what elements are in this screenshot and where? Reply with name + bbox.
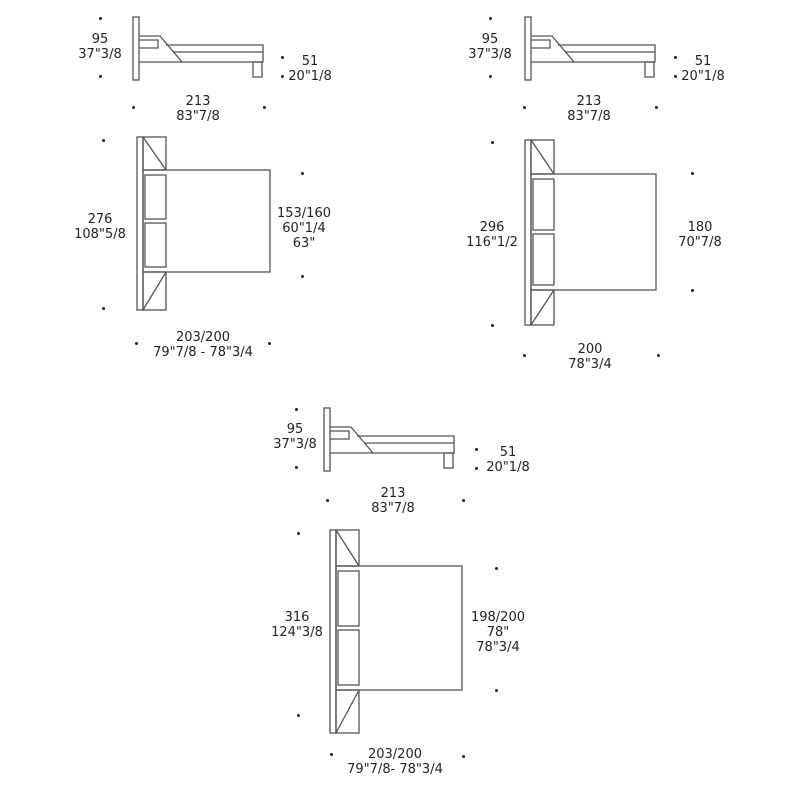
- dimension-marker-dot: [99, 17, 102, 20]
- dimension-marker-dot: [462, 755, 465, 758]
- headboard-panel-plan: [524, 139, 532, 326]
- nightstand-diagonal: [335, 689, 360, 734]
- dimension-marker-dot: [489, 75, 492, 78]
- pillow: [532, 178, 555, 231]
- headboard-side: [524, 16, 532, 81]
- pillow: [144, 174, 167, 220]
- dimension-marker-dot: [135, 342, 138, 345]
- dimension-marker-dot: [102, 139, 105, 142]
- pillow: [144, 222, 167, 268]
- dimension-marker-dot: [263, 106, 266, 109]
- dimension-marker-dot: [523, 106, 526, 109]
- bed-frame-plan: [530, 173, 657, 291]
- dimension-marker-dot: [691, 172, 694, 175]
- dimension-marker-dot: [330, 753, 333, 756]
- mattress-top: [166, 44, 264, 52]
- dimension-marker-dot: [495, 567, 498, 570]
- base-line: [330, 443, 455, 454]
- dimension-marker-dot: [489, 17, 492, 20]
- headrest-profile: [139, 35, 183, 63]
- dimension-marker-dot: [655, 106, 658, 109]
- dimension-marker-dot: [281, 75, 284, 78]
- headboard-panel-plan: [136, 136, 144, 311]
- dimension-marker-dot: [691, 289, 694, 292]
- pillow: [532, 233, 555, 286]
- nightstand-diagonal: [142, 136, 167, 171]
- dimension-marker-dot: [674, 56, 677, 59]
- nightstand-diagonal: [142, 271, 167, 311]
- dimension-marker-dot: [301, 172, 304, 175]
- headboard-side: [323, 407, 331, 472]
- dimension-marker-dot: [523, 354, 526, 357]
- dimension-marker-dot: [132, 106, 135, 109]
- leg: [443, 452, 454, 469]
- headboard-side: [132, 16, 140, 81]
- bed-frame-plan: [142, 169, 271, 273]
- nightstand-diagonal: [530, 139, 555, 175]
- dimension-marker-dot: [281, 56, 284, 59]
- base-line: [139, 52, 264, 63]
- dimension-marker-dot: [297, 532, 300, 535]
- shelf-profile: [330, 430, 350, 440]
- dimension-marker-dot: [475, 467, 478, 470]
- dimension-marker-dot: [491, 324, 494, 327]
- base-line: [531, 52, 656, 63]
- dimension-marker-dot: [295, 408, 298, 411]
- leg: [644, 61, 655, 78]
- dimension-marker-dot: [491, 141, 494, 144]
- nightstand-diagonal: [335, 529, 360, 567]
- dimension-marker-dot: [326, 499, 329, 502]
- dimension-marker-dot: [462, 499, 465, 502]
- dimension-marker-dot: [268, 342, 271, 345]
- shelf-profile: [531, 39, 551, 49]
- leg: [252, 61, 263, 78]
- headrest-profile: [330, 426, 374, 454]
- dimension-marker-dot: [99, 75, 102, 78]
- dimension-marker-dot: [102, 307, 105, 310]
- headboard-panel-plan: [329, 529, 337, 734]
- nightstand-diagonal: [530, 289, 555, 326]
- headrest-profile: [531, 35, 575, 63]
- dimension-marker-dot: [297, 714, 300, 717]
- bed-frame-plan: [335, 565, 463, 691]
- pillow: [337, 570, 360, 627]
- shelf-profile: [139, 39, 159, 49]
- dimension-marker-dot: [475, 448, 478, 451]
- pillow: [337, 629, 360, 686]
- dimension-marker-dot: [295, 466, 298, 469]
- dimension-marker-dot: [495, 689, 498, 692]
- mattress-top: [558, 44, 656, 52]
- dimension-marker-dot: [657, 354, 660, 357]
- dimension-marker-dot: [301, 275, 304, 278]
- mattress-top: [357, 435, 455, 443]
- dimension-marker-dot: [674, 75, 677, 78]
